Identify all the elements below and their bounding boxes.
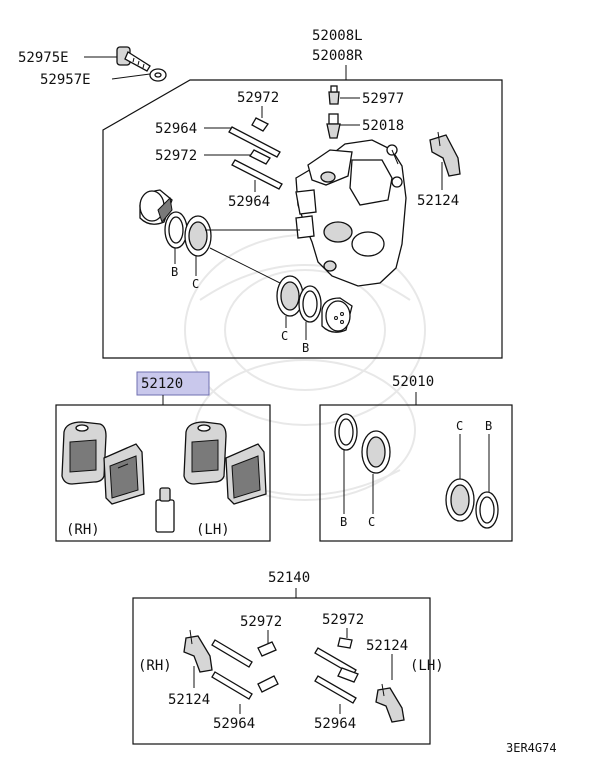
seal-b-right	[298, 285, 322, 323]
bleeder-cap-52977	[328, 85, 340, 105]
pin-kit-right-upper	[314, 637, 357, 676]
label-c-seal-right: C	[456, 419, 463, 433]
brake-pad-lh-inner	[225, 443, 267, 505]
seal-kit-ring-b	[334, 413, 358, 451]
seal-kit-ring-b-right	[475, 491, 499, 529]
label-52964-mid: 52964	[228, 194, 270, 210]
seal-kit-ring-c-right	[445, 478, 475, 522]
label-52972-top: 52972	[237, 90, 279, 106]
seal-kit-ring-c	[361, 430, 391, 474]
caliper-body	[295, 139, 407, 287]
shim-kit-right	[375, 683, 405, 723]
piston-left	[139, 189, 173, 225]
label-52972-kit-left: 52972	[240, 614, 282, 630]
label-lh-pins: (LH)	[410, 658, 444, 674]
shim-52124	[429, 131, 461, 177]
caliper-assembly-box	[102, 79, 503, 359]
shim-kit-left	[183, 629, 213, 673]
seal-kit-box	[319, 404, 513, 542]
label-c-seal: C	[368, 515, 375, 529]
label-52008R: 52008R	[312, 48, 363, 64]
brake-pad-rh-outer	[61, 421, 107, 485]
label-52124-kit-left: 52124	[168, 692, 210, 708]
label-52972-mid: 52972	[155, 148, 197, 164]
washer-52957E	[149, 68, 167, 82]
pin-kit-left-lower	[211, 671, 279, 700]
grease-tube	[155, 487, 175, 533]
seal-c-right	[276, 275, 304, 317]
pin-kit-right-lower	[314, 667, 359, 704]
bolt-52975E	[116, 46, 151, 72]
label-rh-pins: (RH)	[138, 658, 172, 674]
label-52957E: 52957E	[40, 72, 91, 88]
label-b-left: B	[171, 265, 178, 279]
piston-right	[321, 297, 353, 333]
label-52124-top: 52124	[417, 193, 459, 209]
diagram-code: 3ER4G74	[506, 741, 557, 755]
label-52018: 52018	[362, 118, 404, 134]
label-b-right: B	[302, 341, 309, 355]
label-52964-kit-right: 52964	[314, 716, 356, 732]
label-52972-kit-right: 52972	[322, 612, 364, 628]
label-52975E: 52975E	[18, 50, 69, 66]
label-52124-kit-right: 52124	[366, 638, 408, 654]
seal-c-left	[184, 215, 212, 257]
label-52964-top: 52964	[155, 121, 197, 137]
label-rh-pads: (RH)	[66, 522, 100, 538]
highlight-52120[interactable]	[136, 371, 210, 396]
label-52964-kit-left: 52964	[213, 716, 255, 732]
label-52008L: 52008L	[312, 28, 363, 44]
bleeder-screw-52018	[326, 113, 341, 139]
label-lh-pads: (LH)	[196, 522, 230, 538]
pin-kit-box	[132, 597, 431, 745]
pad-kit-box	[55, 404, 271, 542]
label-52120[interactable]: 52120	[141, 376, 183, 392]
pin-kit-left-upper	[211, 639, 277, 668]
label-b-seal-right: B	[485, 419, 492, 433]
label-b-seal: B	[340, 515, 347, 529]
guide-pin-lower	[231, 149, 283, 190]
guide-pin-upper	[228, 117, 281, 158]
label-c-left: C	[192, 277, 199, 291]
brake-pad-rh-inner	[103, 443, 145, 505]
seal-b-left	[164, 211, 188, 249]
label-52010: 52010	[392, 374, 434, 390]
label-52977: 52977	[362, 91, 404, 107]
brake-pad-lh-outer	[183, 421, 227, 485]
label-c-right: C	[281, 329, 288, 343]
label-52140: 52140	[268, 570, 310, 586]
